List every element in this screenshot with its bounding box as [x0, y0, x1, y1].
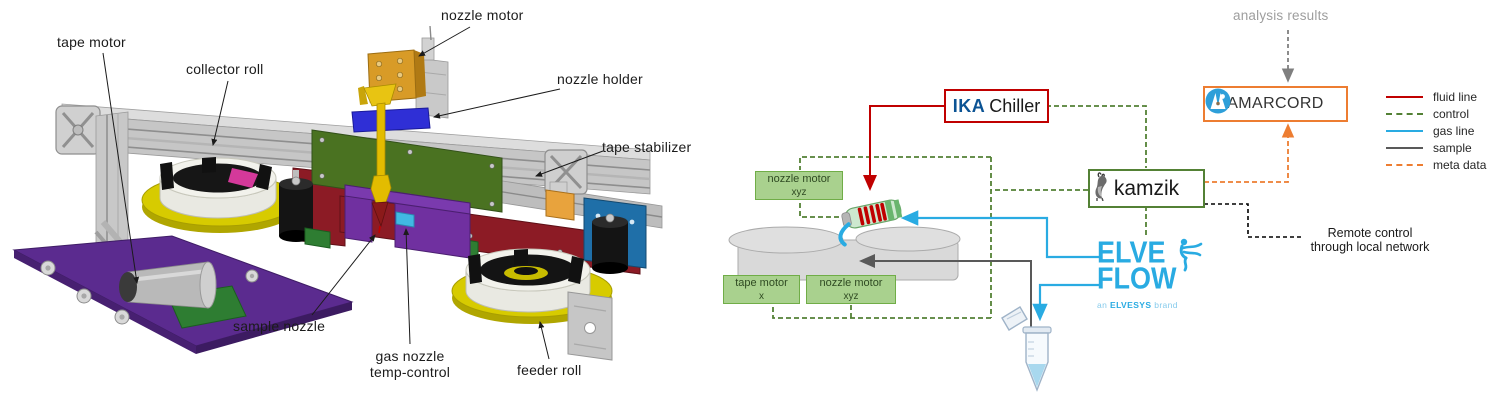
ika-logo: IKA — [952, 95, 986, 116]
box-line1: nozzle motor — [767, 172, 831, 185]
control-line-swatch — [1386, 112, 1423, 115]
box-line2: xyz — [791, 187, 807, 199]
gas-line-swatch — [1386, 129, 1423, 132]
box-line1: tape motor — [735, 276, 788, 289]
nozzle-motor-xyz-box-bottom: nozzle motor xyz — [806, 275, 896, 304]
fluid-line-chiller-nozzle — [863, 105, 944, 191]
legend-label: control — [1433, 106, 1470, 121]
nozzle-assembly — [351, 25, 449, 234]
legend-item-fluid-line: fluid line — [1386, 88, 1490, 105]
kamzik-goat-icon — [1095, 172, 1107, 201]
tape-motor-x-box: tape motor x — [723, 275, 800, 304]
tape-motor-part — [119, 261, 247, 329]
tagline-an: an — [1097, 299, 1108, 310]
label-nozzle-holder: nozzle holder — [557, 71, 643, 87]
label-gas-nozzle: gas nozzle temp-control — [360, 348, 460, 380]
elveflow-tagline: an ELVESYS brand — [1097, 300, 1212, 310]
elveflow-word-top: ELVE — [1097, 235, 1166, 270]
remote-control-line — [1204, 203, 1303, 238]
spray-nozzle-device — [838, 199, 903, 247]
remote-control-note: Remote control through local network — [1301, 226, 1439, 255]
tape-drum — [728, 226, 961, 281]
legend-label: fluid line — [1433, 89, 1478, 104]
label-leader-lines — [102, 26, 604, 360]
label-feeder-roll: feeder roll — [517, 362, 582, 378]
amarcord-box: AMARCORD — [1203, 86, 1348, 122]
sample-line-tube-drum — [859, 254, 1032, 352]
label-nozzle-motor: nozzle motor — [441, 7, 524, 23]
legend-item-control: control — [1386, 105, 1490, 122]
tagline-brand: ELVESYS — [1110, 299, 1152, 310]
fluid-line-swatch — [1386, 95, 1423, 98]
label-gas-nozzle-line1: gas nozzle — [375, 348, 445, 364]
ika-product-name: Chiller — [989, 95, 1041, 116]
remote-note-line2: through local network — [1310, 240, 1430, 255]
elveflow-logo: ELVE FLOW an ELVESYS brand — [1097, 235, 1212, 310]
legend-item-gas-line: gas line — [1386, 122, 1490, 139]
label-gas-nozzle-line2: temp-control — [369, 364, 451, 380]
meta-data-line-kamzik-amarcord — [1204, 123, 1295, 183]
label-tape-motor: tape motor — [57, 34, 126, 50]
legend: fluid line control gas line sample meta … — [1386, 88, 1490, 173]
legend-label: gas line — [1433, 123, 1475, 138]
cad-render — [12, 25, 663, 361]
label-tape-stabilizer: tape stabilizer — [602, 139, 692, 155]
analysis-results-label: analysis results — [1233, 8, 1329, 23]
box-line2: xyz — [843, 291, 859, 303]
tagline-end: brand — [1154, 299, 1178, 310]
kamzik-label: kamzik — [1113, 176, 1180, 200]
amarcord-label: AMARCORD — [1227, 95, 1324, 112]
elveflow-dancer-icon — [1179, 238, 1203, 272]
ika-chiller-box: IKA Chiller — [944, 89, 1049, 123]
label-collector-roll: collector roll — [186, 61, 264, 77]
label-sample-nozzle: sample nozzle — [233, 318, 326, 334]
remote-note-line1: Remote control — [1327, 226, 1413, 240]
sample-tube — [1001, 306, 1052, 392]
collector-roll-part — [141, 157, 299, 233]
legend-item-sample: sample — [1386, 139, 1490, 156]
nozzle-motor-xyz-box-top: nozzle motor xyz — [755, 171, 843, 200]
amarcord-logo-icon — [1205, 88, 1231, 114]
meta-data-line-swatch — [1386, 163, 1423, 166]
legend-label: meta data — [1433, 157, 1487, 172]
elveflow-word-bottom: FLOW — [1097, 262, 1177, 296]
box-line2: x — [759, 291, 764, 303]
feeder-roll-part — [451, 181, 647, 361]
legend-item-meta-data: meta data — [1386, 156, 1490, 173]
control-lines — [772, 105, 1147, 319]
sample-line-swatch — [1386, 146, 1423, 149]
kamzik-box: kamzik — [1088, 169, 1205, 208]
gas-lines — [900, 210, 1100, 322]
legend-label: sample — [1433, 140, 1472, 155]
box-line1: nozzle motor — [819, 276, 883, 289]
